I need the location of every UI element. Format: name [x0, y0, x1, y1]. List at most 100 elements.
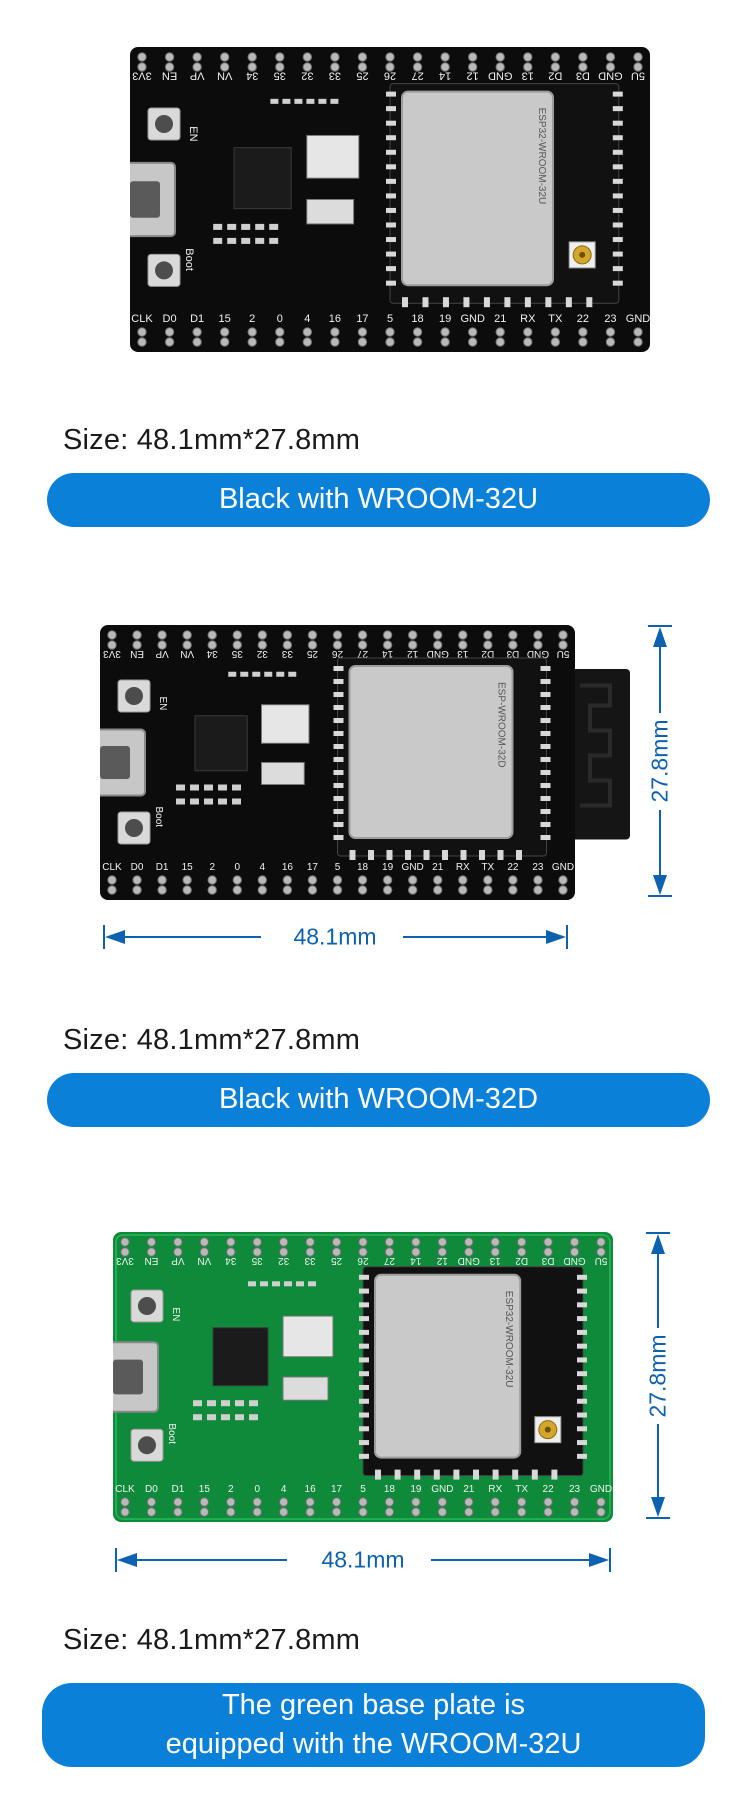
width-label: 48.1mm: [293, 923, 377, 950]
pin-label: VP: [171, 1255, 185, 1266]
pin-label: 16: [305, 1484, 317, 1495]
pin-label: 34: [206, 648, 218, 659]
pin-label: GND: [626, 313, 650, 325]
pin-label: D2: [515, 1255, 528, 1266]
pin-label: GND: [431, 1484, 453, 1495]
pin-label: 27: [383, 1255, 395, 1266]
pin-label: TX: [515, 1484, 528, 1495]
pin-label: 13: [489, 1255, 501, 1266]
pin-label: GND: [527, 648, 549, 659]
pin-label: 21: [463, 1484, 475, 1495]
pin-label: GND: [563, 1255, 585, 1266]
pin-label: EN: [130, 648, 144, 659]
pin-label: VP: [155, 648, 169, 659]
pin-label: GND: [598, 69, 623, 81]
caption-line: Black with WROOM-32D: [218, 1083, 539, 1116]
svg-text:Boot: Boot: [183, 248, 195, 271]
pin-label: RX: [520, 313, 536, 325]
pin-label: 5: [360, 1484, 366, 1495]
wifi-module: [374, 1273, 522, 1459]
pin-label: 12: [407, 648, 419, 659]
pin-label: GND: [590, 1484, 612, 1495]
pin-label: GND: [458, 1255, 480, 1266]
pin-label: 35: [231, 648, 243, 659]
pin-label: D1: [156, 862, 169, 873]
pin-label: 0: [254, 1484, 260, 1495]
pin-label: 18: [357, 862, 369, 873]
pin-label: 19: [439, 313, 451, 325]
pin-label: 21: [494, 313, 506, 325]
pin-label: 4: [281, 1484, 287, 1495]
height-label: 27.8mm: [646, 719, 673, 803]
caption-line: The green base plate is: [221, 1688, 526, 1721]
width-dimension: 48.1mm: [115, 1545, 611, 1575]
pin-label: 35: [274, 69, 286, 81]
pin-label: 33: [329, 69, 341, 81]
svg-text:ESP32-WROOM-32U: ESP32-WROOM-32U: [536, 108, 547, 205]
pin-label: 3V3: [103, 648, 121, 659]
pin-label: 14: [439, 69, 451, 81]
pin-label: 0: [234, 862, 240, 873]
pin-label: 22: [543, 1484, 555, 1495]
pin-label: GND: [488, 69, 513, 81]
pin-label: 5U: [557, 648, 570, 659]
pin-label: 19: [382, 862, 394, 873]
pin-label: EN: [144, 1255, 158, 1266]
pin-label: 14: [382, 648, 394, 659]
pin-label: 15: [199, 1484, 211, 1495]
svg-text:EN: EN: [187, 126, 199, 141]
pin-label: 13: [522, 69, 534, 81]
pin-label: D3: [576, 69, 590, 81]
pin-label: 19: [410, 1484, 422, 1495]
pin-label: 21: [432, 862, 444, 873]
pin-label: GND: [427, 648, 449, 659]
pin-label: 18: [411, 313, 423, 325]
pin-label: D1: [171, 1484, 184, 1495]
pin-label: 4: [304, 313, 310, 325]
pin-label: 33: [281, 648, 293, 659]
pin-label: 12: [436, 1255, 448, 1266]
pin-label: 16: [282, 862, 294, 873]
pin-label: 22: [507, 862, 519, 873]
wifi-module: [401, 90, 555, 287]
height-dimension: 27.8mm: [638, 1232, 678, 1519]
pin-label: 27: [411, 69, 423, 81]
pin-label: 15: [219, 313, 231, 325]
pin-label: 34: [225, 1255, 237, 1266]
pin-label: 32: [256, 648, 268, 659]
pin-label: CLK: [115, 1484, 135, 1495]
pin-label: 5: [387, 313, 393, 325]
pin-label: GND: [402, 862, 424, 873]
size-label: Size: 48.1mm*27.8mm: [63, 1024, 361, 1056]
pin-label: 23: [604, 313, 616, 325]
pin-label: 15: [182, 862, 194, 873]
caption-banner: Black with WROOM-32U: [47, 473, 710, 527]
pin-label: 3V3: [132, 69, 152, 81]
pin-label: D0: [131, 862, 144, 873]
pin-label: 0: [277, 313, 283, 325]
caption-banner: The green base plate is equipped with th…: [42, 1683, 705, 1767]
pin-label: TX: [481, 862, 494, 873]
pin-label: D2: [481, 648, 494, 659]
svg-text:ESP-WROOM-32D: ESP-WROOM-32D: [496, 682, 507, 768]
pin-label: D0: [145, 1484, 158, 1495]
pin-label: 5U: [631, 69, 645, 81]
pin-label: 14: [410, 1255, 422, 1266]
pin-label: 35: [251, 1255, 263, 1266]
width-dimension: 48.1mm: [103, 922, 568, 952]
pin-label: 2: [249, 313, 255, 325]
pin-label: CLK: [131, 313, 153, 325]
pin-label: 23: [532, 862, 544, 873]
pin-label: RX: [488, 1484, 502, 1495]
caption-banner: Black with WROOM-32D: [47, 1073, 710, 1127]
pin-label: 26: [357, 1255, 369, 1266]
pin-label: VN: [197, 1255, 211, 1266]
pin-label: 18: [384, 1484, 396, 1495]
pin-label: VN: [180, 648, 194, 659]
pin-label: 26: [332, 648, 344, 659]
pin-label: TX: [548, 313, 563, 325]
pin-label: 23: [569, 1484, 581, 1495]
